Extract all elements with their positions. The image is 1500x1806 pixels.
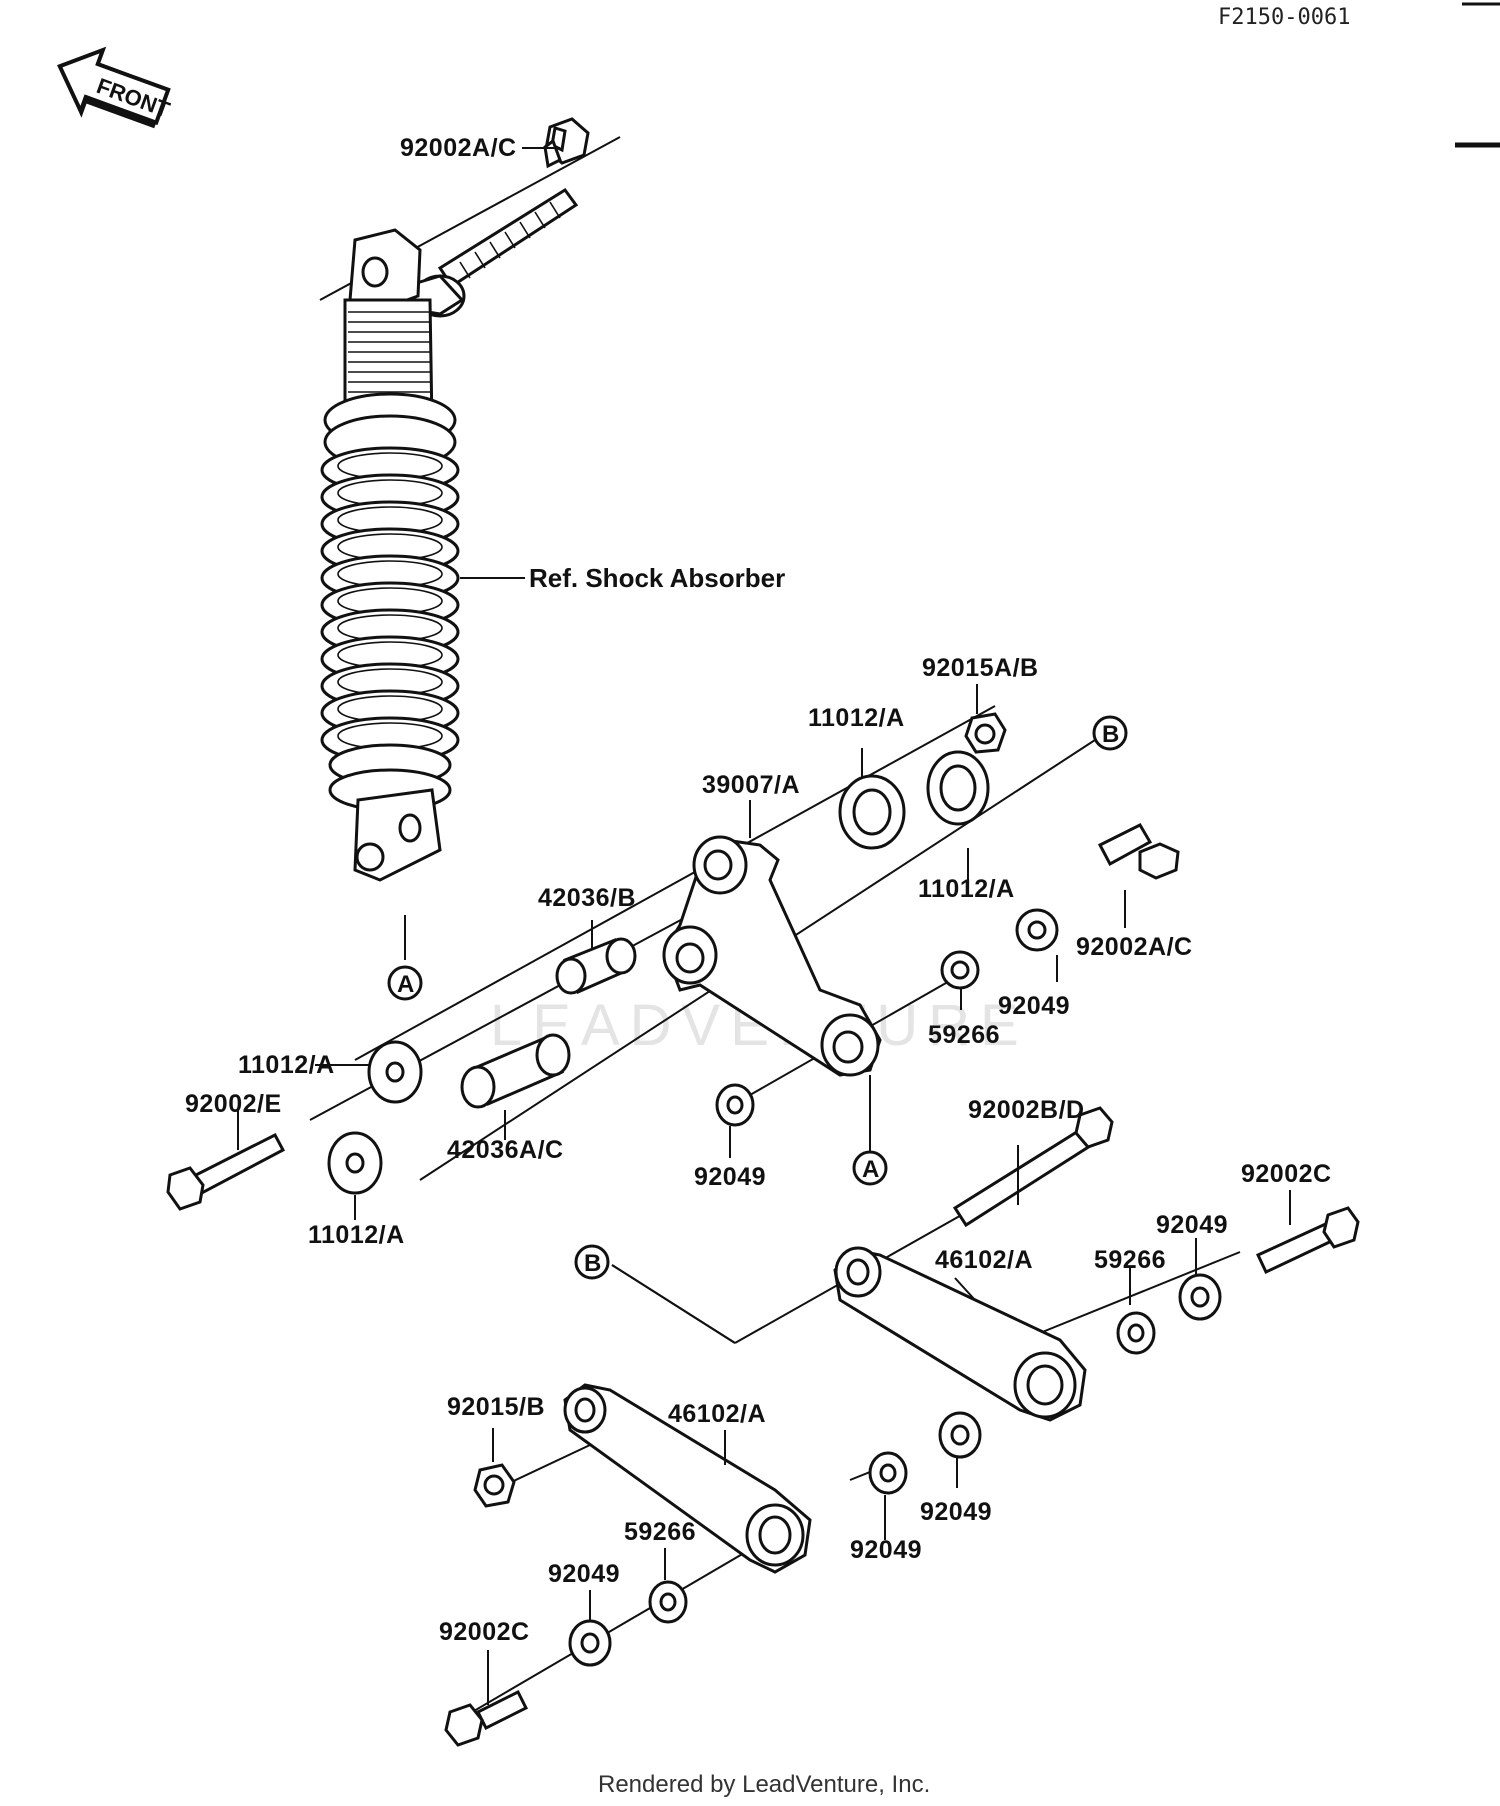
part-label: 11012/A	[308, 1221, 405, 1249]
part-label: 59266	[624, 1518, 696, 1546]
part-label: 92049	[998, 992, 1070, 1020]
part-label: 92049	[920, 1498, 992, 1526]
part-label: 59266	[928, 1021, 1000, 1049]
part-label: 39007/A	[702, 771, 800, 799]
svg-text:A: A	[862, 1156, 879, 1183]
part-label: 92049	[548, 1560, 620, 1588]
part-label: 92049	[1156, 1211, 1228, 1239]
front-arrow-icon: FRONT	[57, 46, 174, 129]
part-label: 92002B/D	[968, 1096, 1085, 1124]
rocker-assembly	[166, 684, 1180, 1220]
part-label: 11012/A	[808, 704, 905, 732]
footer-credit: Rendered by LeadVenture, Inc.	[598, 1771, 930, 1798]
part-label: 92002/E	[185, 1090, 282, 1118]
part-label: 92002A/C	[400, 134, 517, 162]
part-label: 92002A/C	[1076, 933, 1193, 961]
svg-text:A: A	[397, 971, 414, 998]
part-label: 92002C	[439, 1618, 530, 1646]
part-label: 46102/A	[668, 1400, 766, 1428]
shock-absorber	[319, 117, 621, 960]
ref-shock-absorber-label: Ref. Shock Absorber	[529, 563, 785, 593]
tie-rod-assembly	[444, 1106, 1360, 1747]
part-label: 11012/A	[918, 875, 1015, 903]
callout-a-shock: A	[387, 965, 423, 1001]
svg-text:B: B	[1102, 721, 1119, 748]
part-label: 92049	[850, 1536, 922, 1564]
part-label: 42036A/C	[447, 1136, 564, 1164]
part-label: 46102/A	[935, 1246, 1033, 1274]
part-label: 92049	[694, 1163, 766, 1191]
diagram-code: F2150-0061	[1218, 5, 1350, 30]
callout-b-rocker: B	[1092, 715, 1128, 751]
part-label: 59266	[1094, 1246, 1166, 1274]
part-label: 42036/B	[538, 884, 636, 912]
svg-text:B: B	[584, 1250, 601, 1277]
part-label: 11012/A	[238, 1051, 335, 1079]
page-edge-marks	[1455, 2, 1500, 148]
part-label: 92002C	[1241, 1160, 1332, 1188]
callout-a-rocker: A	[852, 1150, 888, 1186]
callout-b-tierod: B	[574, 1244, 610, 1280]
part-label: 92015A/B	[922, 654, 1039, 682]
part-label: 92015/B	[447, 1393, 545, 1421]
